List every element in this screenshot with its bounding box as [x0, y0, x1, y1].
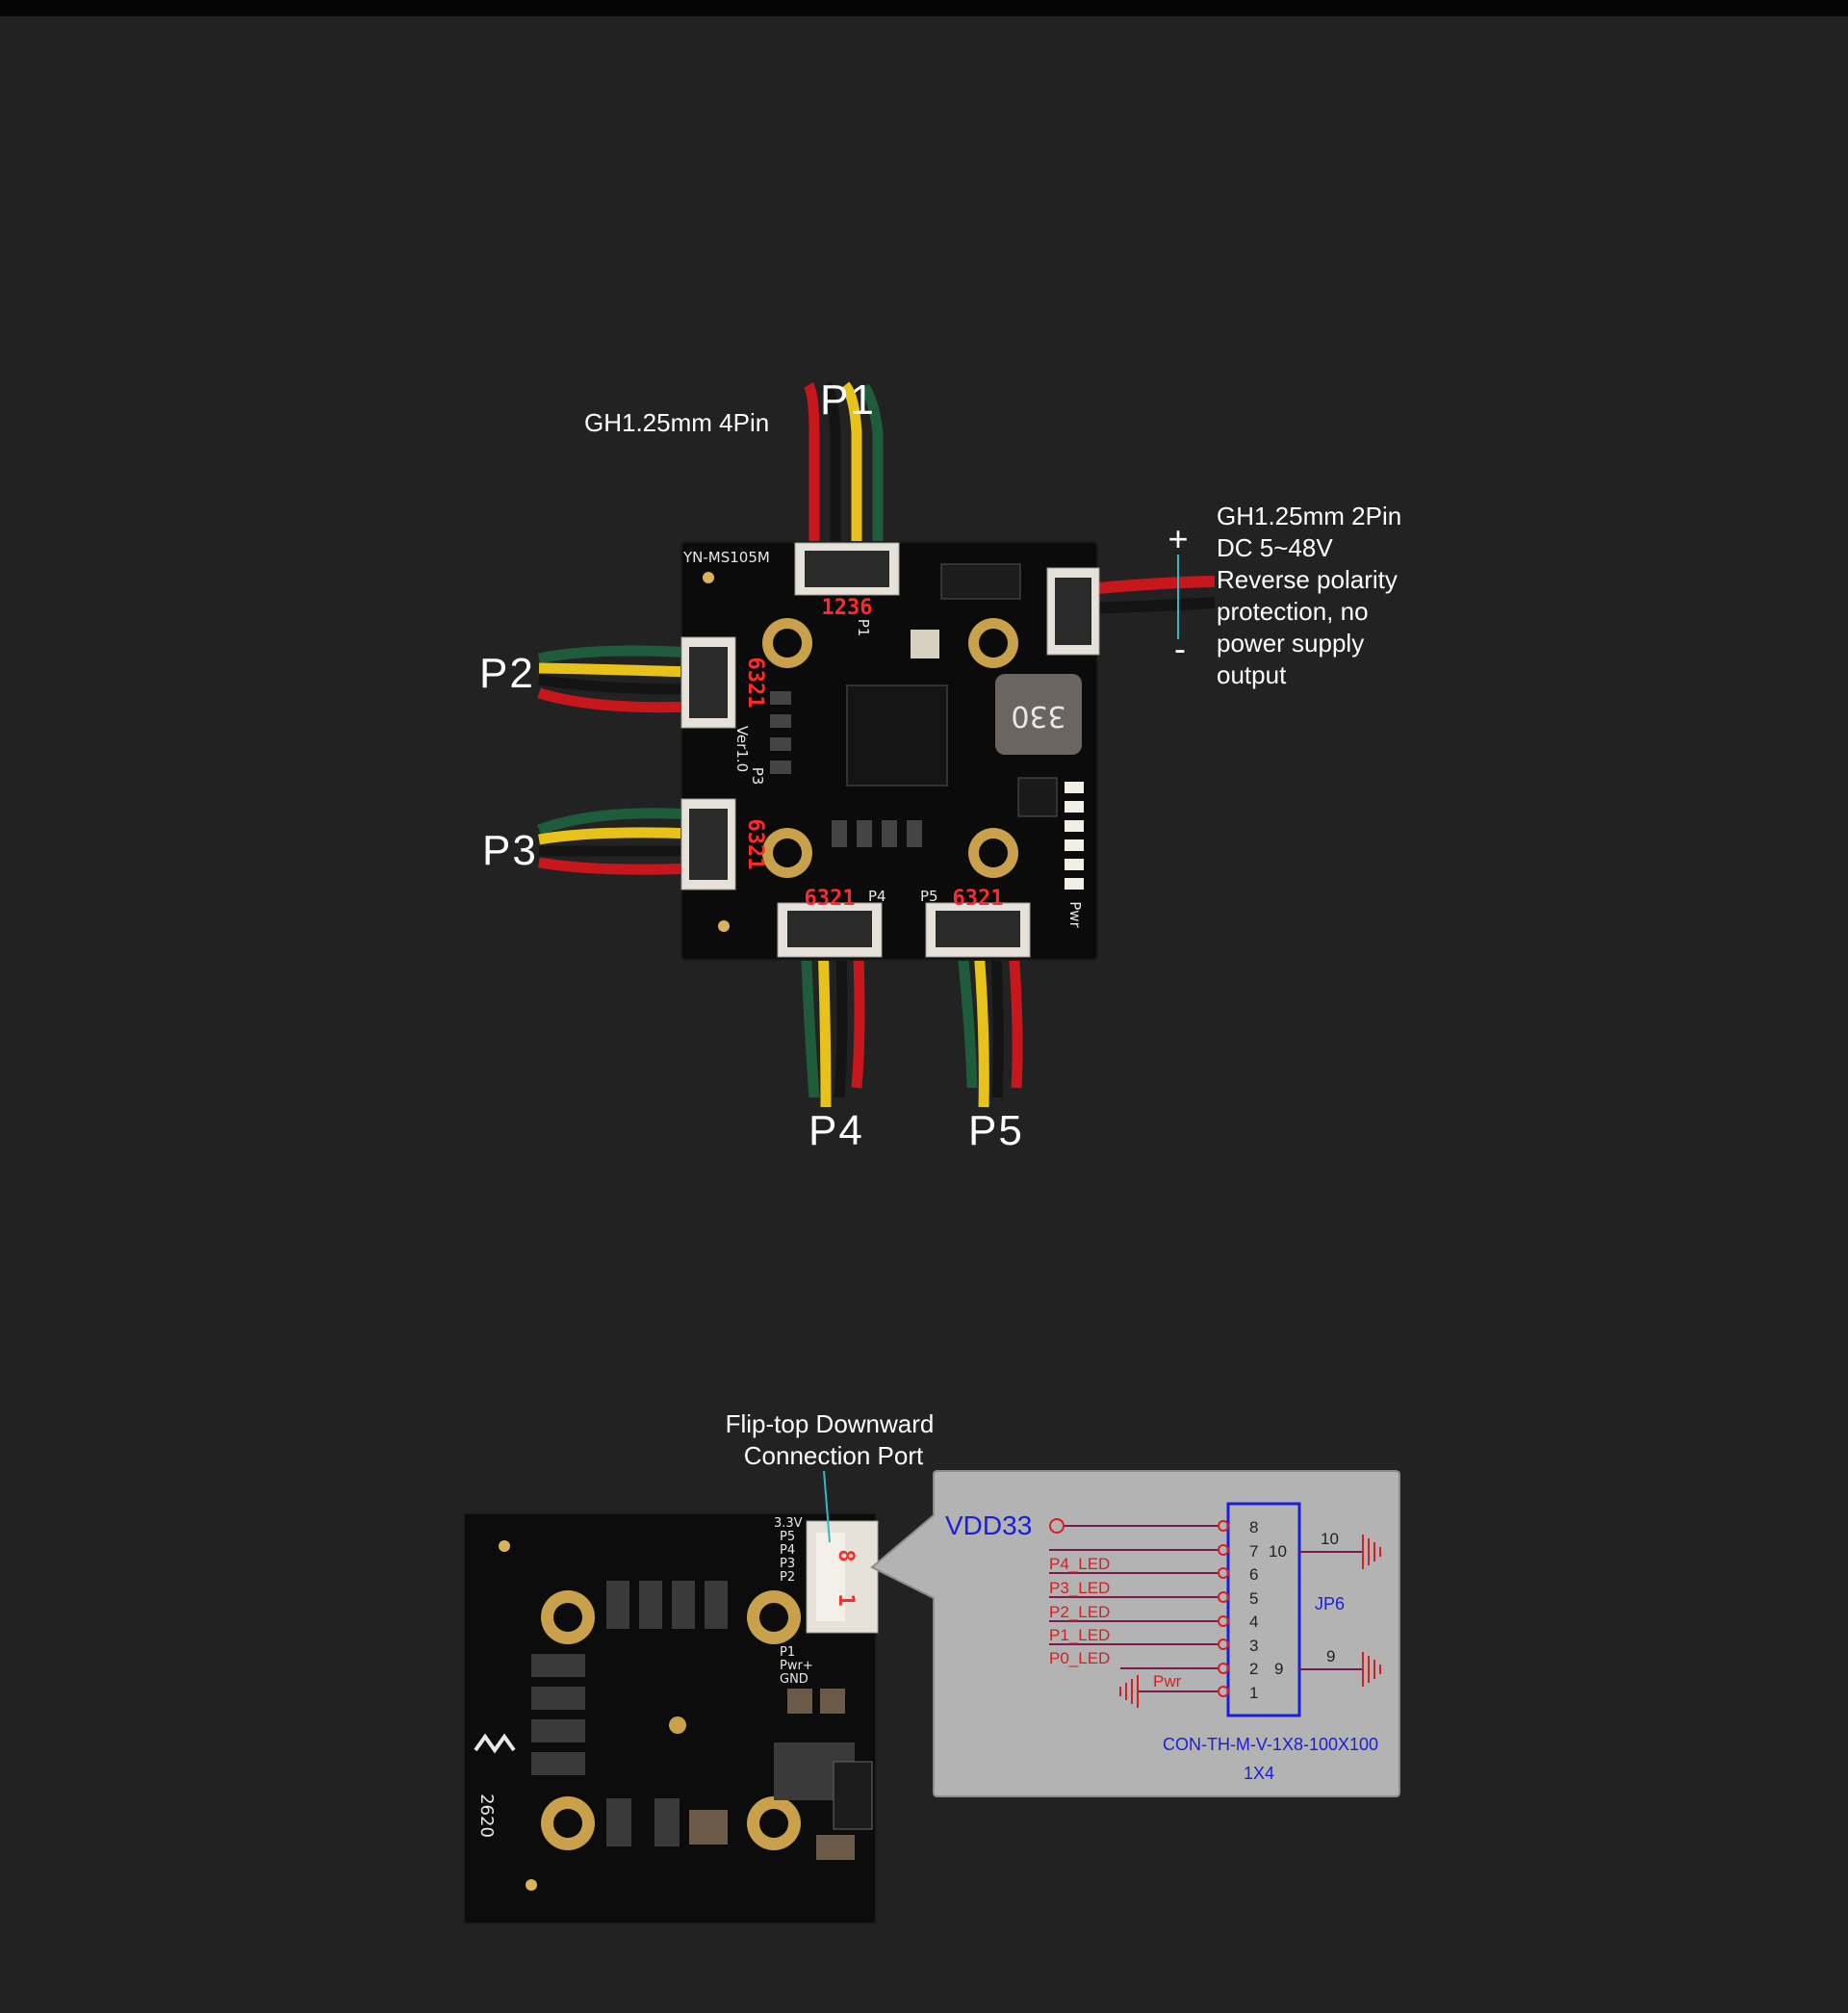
pin-9: 9 — [1274, 1660, 1283, 1678]
vdd-label: VDD33 — [945, 1510, 1032, 1540]
pin-3: 3 — [1249, 1637, 1258, 1655]
p3-wire-bundle — [537, 808, 694, 875]
signal-p2-led: P2_LED — [1049, 1603, 1110, 1621]
power-text-line5: power supply — [1217, 629, 1364, 658]
connector-p2 — [680, 636, 736, 729]
port-label-line1: Flip-top Downward — [726, 1409, 935, 1438]
designator-jp6: JP6 — [1315, 1594, 1345, 1613]
top-edge-bar — [0, 0, 1848, 16]
p1-pin-numbers: 1236 — [822, 596, 873, 620]
p4-pin-numbers: 6321 — [805, 887, 856, 911]
ground-symbol-right-bottom — [1362, 1652, 1381, 1687]
silk-p4: P4 — [780, 1543, 795, 1558]
jp6-connector-symbol — [1226, 1502, 1301, 1717]
connector-p5 — [925, 902, 1031, 958]
power-text-line2: DC 5~48V — [1217, 533, 1333, 562]
connector-pin1: 1 — [834, 1593, 858, 1606]
package-name: 1X4 — [1244, 1764, 1274, 1783]
model-silkscreen: YN-MS105M — [682, 549, 770, 566]
pin-6: 6 — [1249, 1565, 1258, 1584]
port-label-p3: P3 — [482, 827, 538, 874]
p2-wire-bundle — [537, 645, 694, 713]
p2-pin-numbers: 6321 — [743, 658, 767, 709]
connector-p3 — [680, 798, 736, 890]
part-number: CON-TH-M-V-1X8-100X100 — [1163, 1735, 1378, 1754]
pin-4: 4 — [1249, 1613, 1258, 1631]
ground-symbol-left — [1119, 1675, 1139, 1708]
silk-code: 2620 — [476, 1794, 497, 1838]
silk-p1: P1 — [780, 1645, 795, 1660]
silk-3v3: 3.3V — [774, 1516, 803, 1531]
pin-2: 2 — [1249, 1660, 1258, 1678]
connector-power — [1046, 567, 1100, 656]
minus-sign: - — [1174, 629, 1186, 668]
p3-pin-numbers: 6321 — [743, 819, 767, 870]
p1-wire-bundle — [804, 381, 884, 578]
mounting-holes — [703, 572, 1018, 932]
port-label-p2: P2 — [479, 650, 535, 697]
silk-pwr: Pwr+ — [780, 1659, 813, 1673]
signal-p0-led: P0_LED — [1049, 1649, 1110, 1667]
port-label-p1: P1 — [820, 376, 876, 424]
pin-7: 7 — [1249, 1542, 1258, 1561]
power-text-line6: output — [1217, 660, 1287, 689]
bottom-pcb: 8 1 3.3V P5 P4 P3 P2 P1 Pwr+ GND 2620 — [463, 1512, 879, 1924]
silk-p3: P3 — [780, 1557, 795, 1571]
p5-pin-numbers: 6321 — [953, 887, 1004, 911]
polarity-marker: + - — [1168, 519, 1188, 668]
port-label-p4: P4 — [808, 1107, 864, 1154]
inductor-marking: 330 — [1011, 699, 1065, 733]
pin-5: 5 — [1249, 1589, 1258, 1608]
port-callout: Flip-top Downward Connection Port — [726, 1409, 935, 1543]
power-description: GH1.25mm 2Pin DC 5~48V Reverse polarity … — [1217, 502, 1401, 689]
version-silkscreen: Ver1.0 — [733, 726, 751, 772]
signal-p4-led: P4_LED — [1049, 1555, 1110, 1573]
signal-p1-led: P1_LED — [1049, 1626, 1110, 1644]
ground-symbol-right-top — [1362, 1535, 1381, 1569]
power-text-line1: GH1.25mm 2Pin — [1217, 502, 1401, 530]
p4-tag-silkscreen: P4 — [868, 888, 886, 905]
connector-4pin-label: GH1.25mm 4Pin — [584, 408, 769, 437]
signal-pwr: Pwr — [1153, 1672, 1182, 1690]
connector-pin8: 8 — [834, 1549, 858, 1561]
power-text-line3: Reverse polarity — [1217, 565, 1398, 594]
connector-p4 — [777, 902, 883, 958]
power-text-line4: protection, no — [1217, 597, 1369, 626]
silk-gnd: GND — [780, 1672, 808, 1687]
top-pcb: 330 — [537, 381, 1216, 1108]
status-leds — [1065, 782, 1084, 890]
resistor-array — [770, 691, 1058, 847]
pin-10-out: 10 — [1321, 1530, 1339, 1548]
capacitor — [911, 630, 939, 658]
main-ic — [846, 684, 948, 787]
connector-p1 — [794, 542, 900, 596]
p5-tag-silkscreen: P5 — [920, 888, 938, 905]
port-label-line2: Connection Port — [744, 1441, 924, 1470]
p1-tag-silkscreen: P1 — [855, 619, 872, 637]
plus-sign: + — [1168, 519, 1188, 558]
port-label-p5: P5 — [968, 1107, 1024, 1154]
diode — [940, 563, 1021, 600]
pwr-silkscreen: Pwr — [1066, 901, 1084, 928]
silk-p5: P5 — [780, 1530, 795, 1544]
schematic-panel: VDD33 P4_LED P3_LED P2_LED P1_LED P0_LED… — [870, 1470, 1400, 1797]
p3-tag-silkscreen: P3 — [749, 767, 766, 786]
pin-9-out: 9 — [1326, 1647, 1335, 1665]
pin-1: 1 — [1249, 1684, 1258, 1702]
signal-p3-led: P3_LED — [1049, 1579, 1110, 1597]
pin-8: 8 — [1249, 1518, 1258, 1536]
silk-p2: P2 — [780, 1570, 795, 1585]
inductor — [995, 674, 1082, 755]
brand-logo-icon — [474, 1733, 516, 1754]
pin-10: 10 — [1269, 1542, 1287, 1561]
